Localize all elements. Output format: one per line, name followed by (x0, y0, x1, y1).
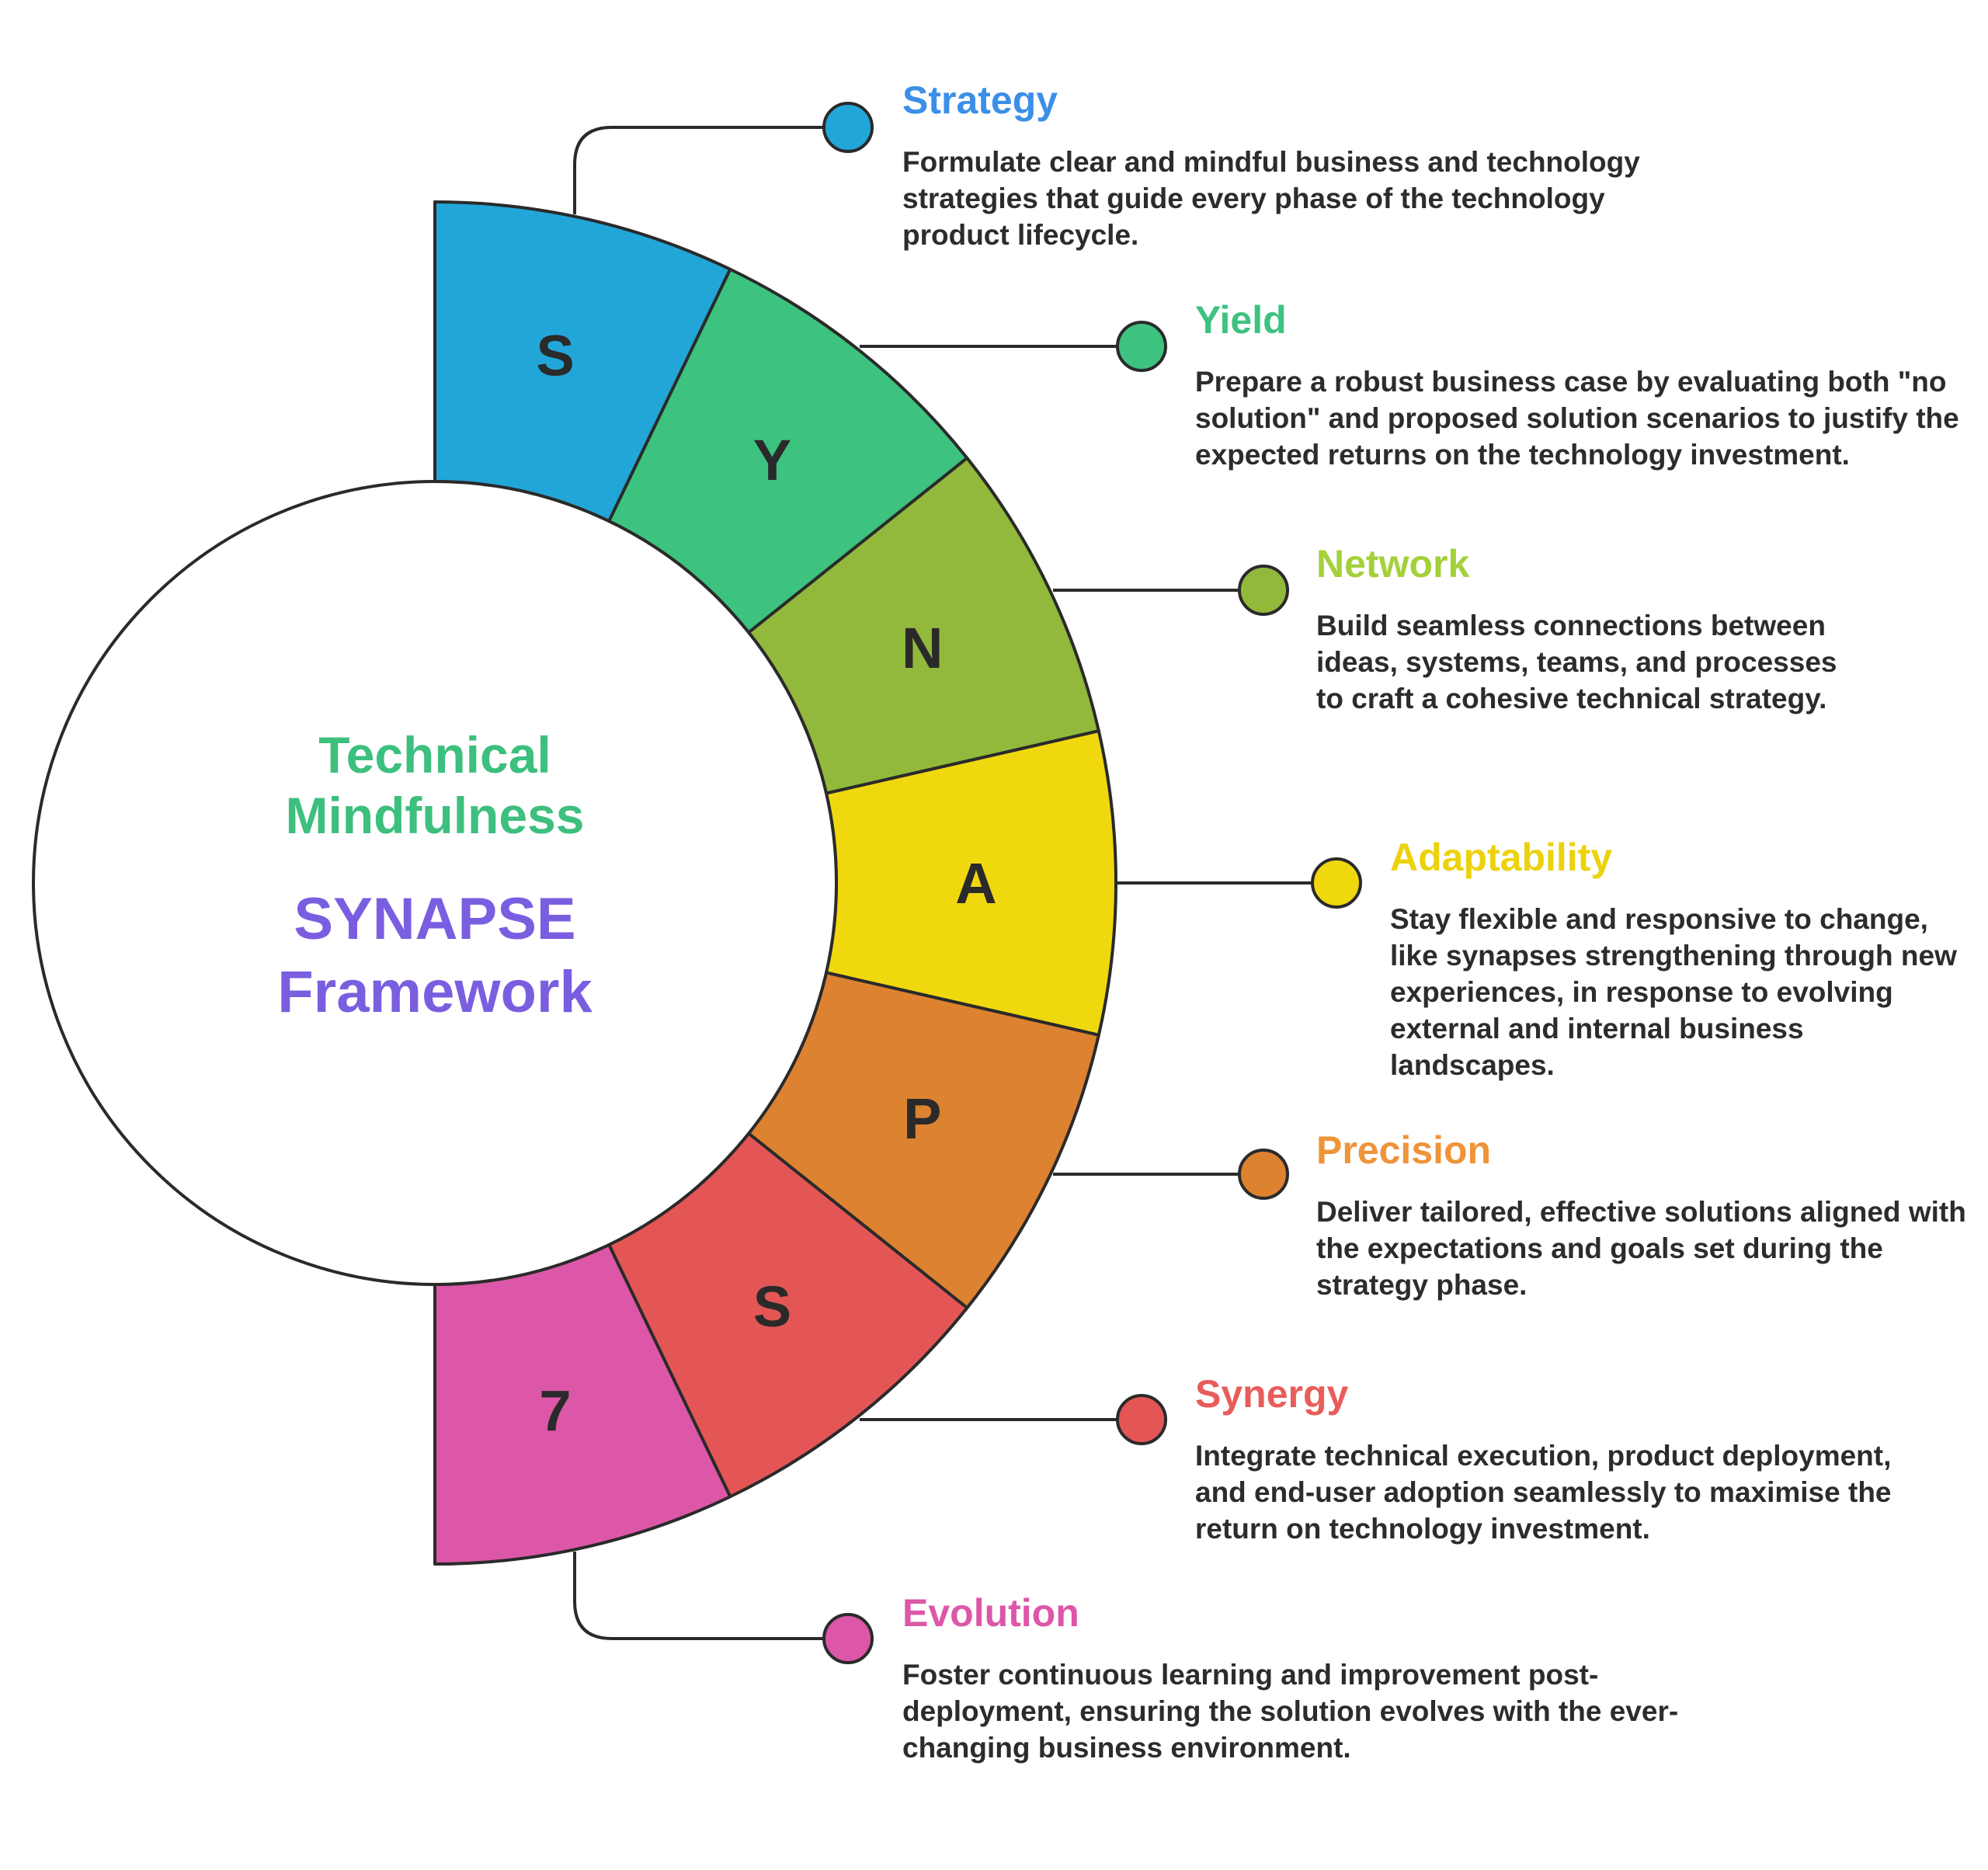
segment-letter-strategy: S (536, 323, 574, 388)
item-synergy: Synergy Integrate technical execution, p… (1195, 1373, 1972, 1547)
item-description: Deliver tailored, effective solutions al… (1316, 1196, 1966, 1301)
segment-letter-precision: P (903, 1086, 941, 1151)
item-description: Formulate clear and mindful business and… (902, 146, 1640, 251)
item-precision: Precision Deliver tailored, effective so… (1316, 1129, 1988, 1303)
item-title: Precision (1316, 1128, 1492, 1172)
item-title: Adaptability (1390, 836, 1613, 879)
item-description: Integrate technical execution, product d… (1195, 1440, 1892, 1545)
item-title: Synergy (1195, 1372, 1349, 1416)
connector-evolution (573, 1552, 848, 1640)
item-adaptability: Adaptability Stay flexible and responsiv… (1390, 836, 1988, 1083)
connector-dot-precision (1238, 1149, 1289, 1200)
item-title: Evolution (902, 1591, 1079, 1635)
segment-letter-network: N (902, 616, 943, 680)
item-strategy: Strategy Formulate clear and mindful bus… (902, 79, 1679, 253)
center-framework-name: SYNAPSE (294, 886, 575, 952)
item-description: Build seamless connections between ideas… (1316, 610, 1837, 714)
center-framework-label: Framework (277, 959, 593, 1025)
item-description: Prepare a robust business case by evalua… (1195, 366, 1959, 471)
connector-dot-adaptability (1311, 857, 1362, 909)
connector-dot-yield (1116, 321, 1167, 372)
item-network: Network Build seamless connections betwe… (1316, 543, 1988, 717)
item-title: Network (1316, 542, 1470, 586)
item-evolution: Evolution Foster continuous learning and… (902, 1592, 1679, 1766)
item-yield: Yield Prepare a robust business case by … (1195, 299, 1972, 473)
connector-dot-strategy (822, 102, 874, 153)
segment-letter-synergy: S (753, 1274, 791, 1339)
item-title: Strategy (902, 78, 1058, 122)
item-title: Yield (1195, 298, 1287, 342)
item-description: Stay flexible and responsive to change, … (1390, 903, 1957, 1081)
connector-strategy (573, 126, 848, 214)
center-circle (32, 480, 838, 1286)
segment-letter-yield: Y (753, 428, 791, 492)
segment-letter-adaptability: A (955, 851, 996, 916)
center-title-line-2: Mindfulness (285, 787, 584, 844)
connector-dot-network (1238, 565, 1289, 616)
center-title-line-1: Technical (318, 726, 551, 784)
connector-dot-evolution (822, 1613, 874, 1664)
item-description: Foster continuous learning and improveme… (902, 1659, 1679, 1764)
connector-dot-synergy (1116, 1394, 1167, 1445)
segment-letter-evolution: 7 (539, 1379, 571, 1444)
